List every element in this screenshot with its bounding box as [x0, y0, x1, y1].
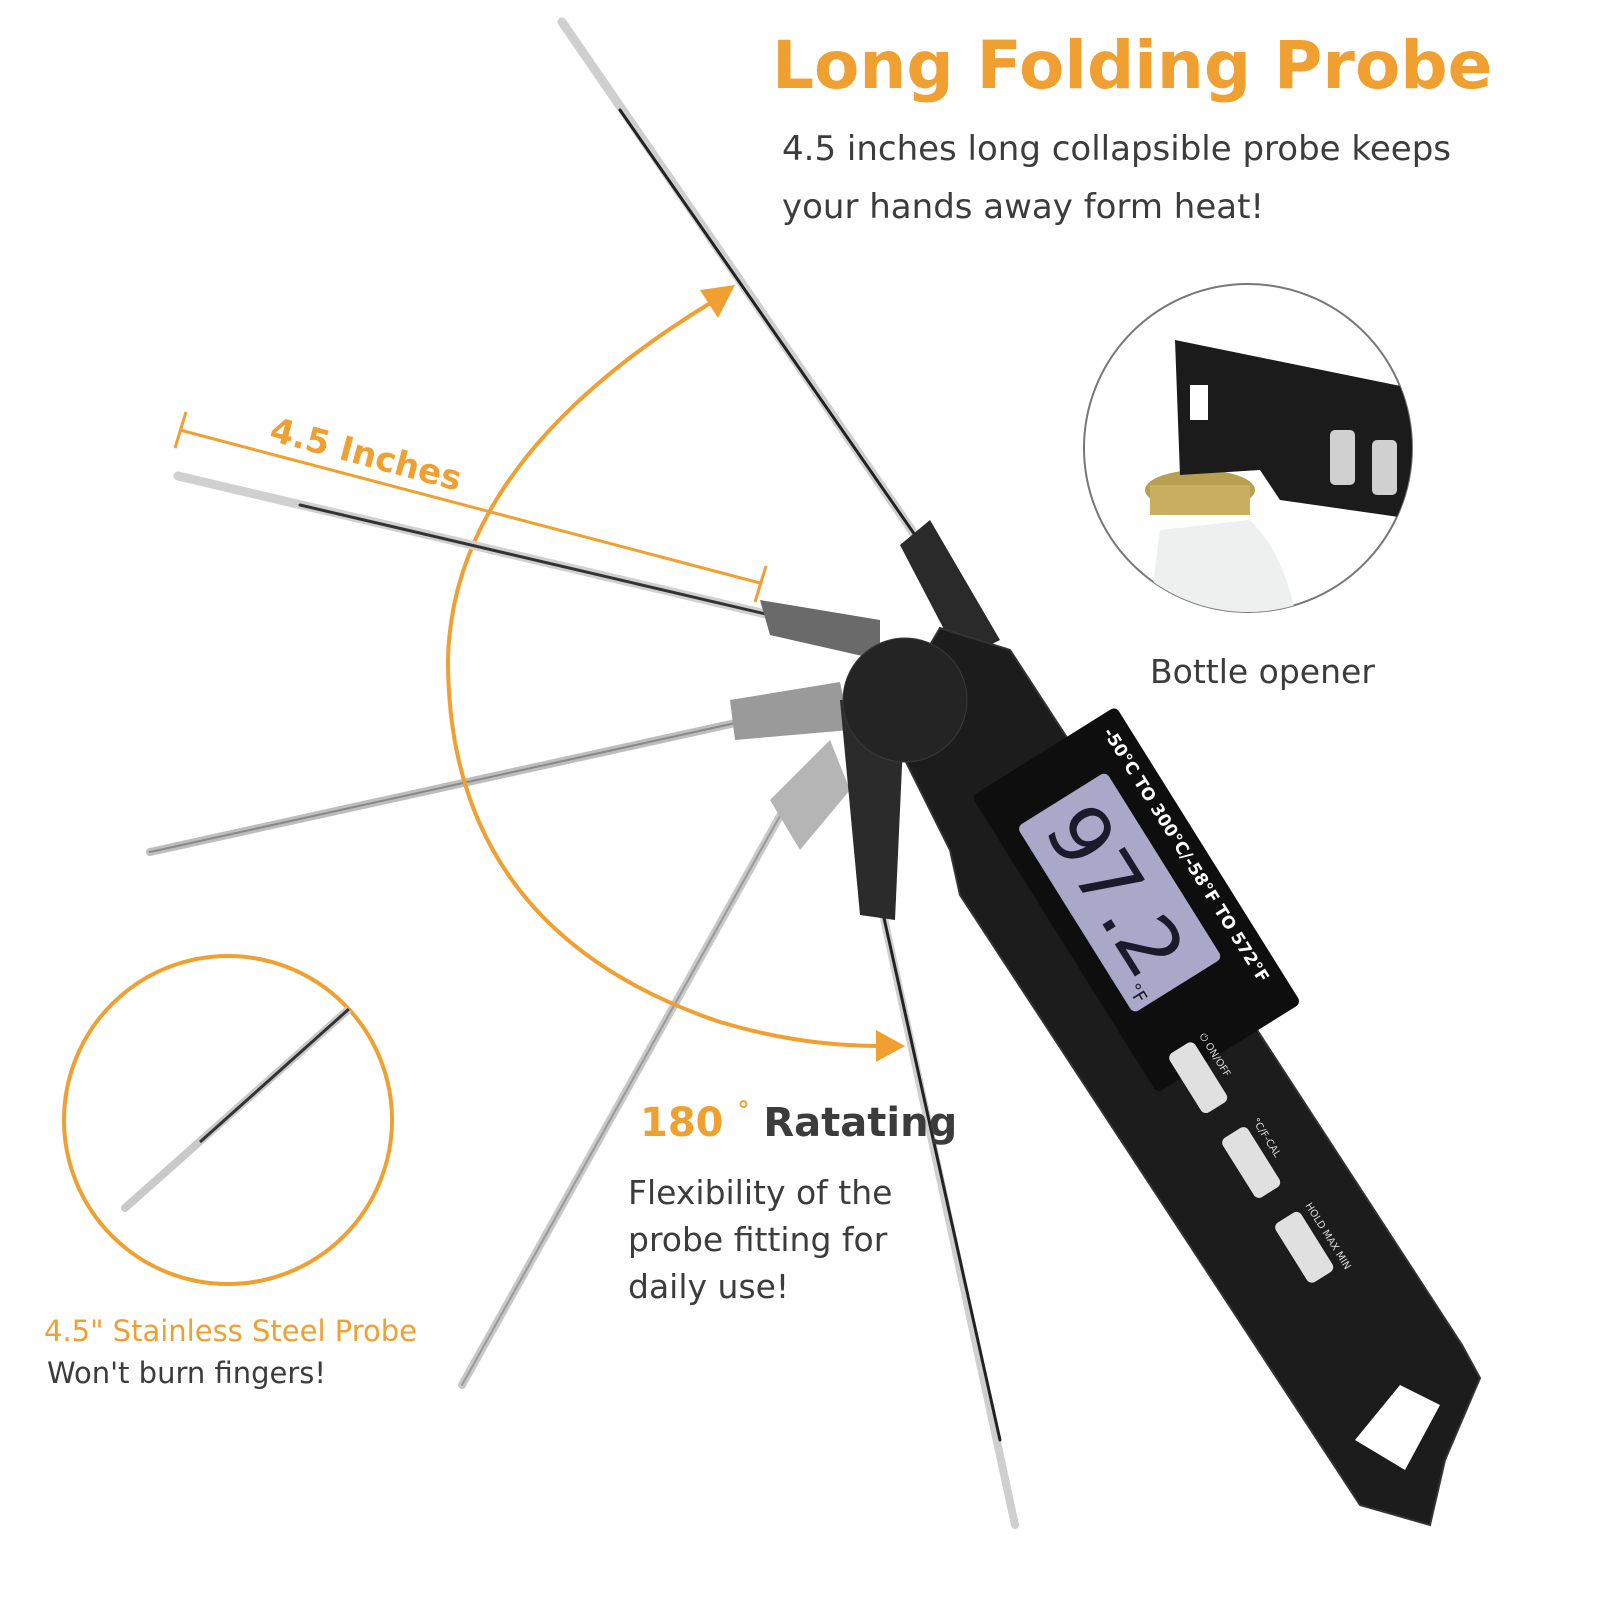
- probe-detail-inset: [62, 954, 394, 1286]
- rotation-label: Ratating: [763, 1100, 957, 1146]
- lcd-screen: [1019, 773, 1221, 1012]
- bottle-opener-inset: [1083, 283, 1413, 613]
- rotation-heading: 180 ° Ratating: [640, 1082, 957, 1146]
- dimension-label: 4.5 Inches: [266, 410, 466, 500]
- rotation-degrees: 180: [640, 1100, 724, 1146]
- rotation-arc: [445, 300, 881, 1048]
- arrow-head-top: [700, 285, 735, 318]
- rotation-desc-1: Flexibility of the: [628, 1173, 892, 1212]
- bottle-opener-caption: Bottle opener: [1150, 652, 1375, 691]
- ghost-probes: [146, 682, 850, 1389]
- subtitle-line-2: your hands away form heat!: [782, 187, 1264, 227]
- degree-sign: °: [737, 1096, 749, 1124]
- rotation-desc-2: probe fitting for: [628, 1220, 888, 1259]
- probe-caption-2: Won't burn fingers!: [47, 1356, 326, 1390]
- rotation-desc-3: daily use!: [628, 1267, 789, 1306]
- thermometer: -50°C TO 300°C/-58°F TO 572°F 97.2 °F ⏻ …: [842, 626, 1482, 1527]
- arrow-head-bottom: [876, 1030, 905, 1062]
- probe-main: [557, 17, 1000, 660]
- page-title: Long Folding Probe: [772, 27, 1492, 104]
- subtitle-line-1: 4.5 inches long collapsible probe keeps: [782, 129, 1451, 169]
- dimension-line: [173, 411, 768, 603]
- probe-horizontal: [173, 471, 880, 660]
- probe-caption-1: 4.5" Stainless Steel Probe: [44, 1314, 417, 1348]
